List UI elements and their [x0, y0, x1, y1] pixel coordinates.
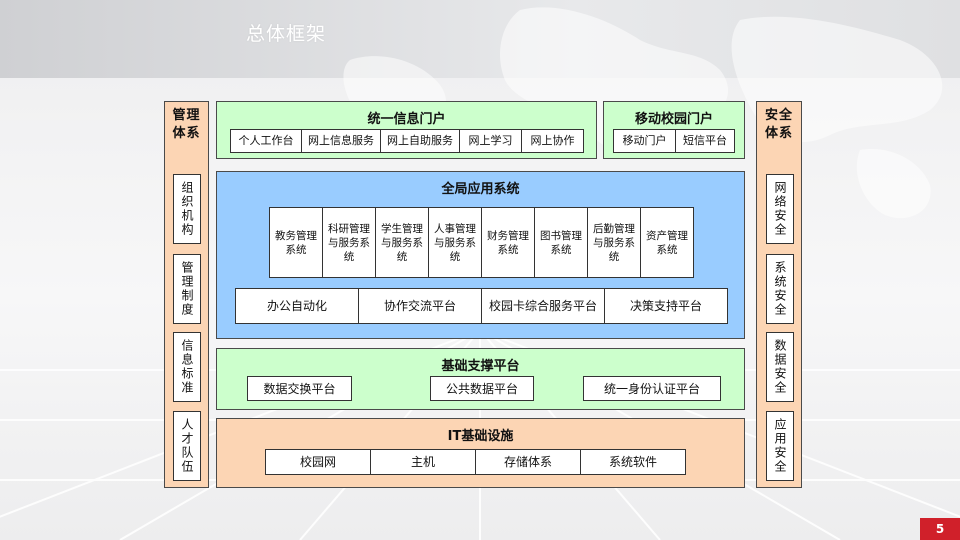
infra-items: 校园网 主机 存储体系 系统软件	[265, 449, 686, 475]
management-item-label: 人才队伍	[180, 418, 194, 474]
mobile-items: 移动门户 短信平台	[613, 129, 735, 153]
security-column: 安全体系 网络安全 系统安全 数据安全 应用安全	[756, 101, 802, 488]
app-system: 人事管理与服务系统	[428, 207, 482, 278]
security-item-label: 应用安全	[773, 418, 787, 474]
infra-title: IT基础设施	[447, 429, 514, 444]
management-item: 信息标准	[173, 332, 201, 402]
mobile-item: 移动门户	[613, 129, 676, 153]
platform-item: 校园卡综合服务平台	[481, 288, 605, 324]
mobile-title: 移动校园门户	[634, 112, 713, 127]
portal-title: 统一信息门户	[367, 112, 446, 127]
security-item-label: 数据安全	[773, 339, 787, 395]
app-system: 资产管理系统	[640, 207, 694, 278]
management-item-label: 组织机构	[180, 181, 194, 237]
platform-item: 协作交流平台	[358, 288, 482, 324]
management-title-text: 管理体系	[172, 108, 201, 141]
portal-items: 个人工作台 网上信息服务 网上自助服务 网上学习 网上协作	[230, 129, 584, 153]
management-column: 管理体系 组织机构 管理制度 信息标准 人才队伍	[164, 101, 209, 488]
security-item-label: 系统安全	[773, 261, 787, 317]
management-item: 组织机构	[173, 174, 201, 244]
portal-item: 网上协作	[521, 129, 584, 153]
security-item-label: 网络安全	[773, 181, 787, 237]
portal-panel: 统一信息门户 个人工作台 网上信息服务 网上自助服务 网上学习 网上协作	[216, 101, 597, 159]
infra-item: 系统软件	[580, 449, 686, 475]
infra-panel: IT基础设施 校园网 主机 存储体系 系统软件	[216, 418, 745, 488]
app-system: 后勤管理与服务系统	[587, 207, 641, 278]
app-system: 学生管理与服务系统	[375, 207, 429, 278]
page-number-badge: 5	[920, 518, 960, 540]
infra-item: 主机	[370, 449, 476, 475]
app-system: 财务管理系统	[481, 207, 535, 278]
mobile-panel: 移动校园门户 移动门户 短信平台	[603, 101, 745, 159]
app-system: 教务管理系统	[269, 207, 323, 278]
management-item: 管理制度	[173, 254, 201, 324]
support-item: 公共数据平台	[430, 376, 534, 401]
app-system: 科研管理与服务系统	[322, 207, 376, 278]
security-item: 系统安全	[766, 254, 794, 324]
security-item: 数据安全	[766, 332, 794, 402]
security-title-text: 安全体系	[764, 108, 793, 141]
portal-item: 个人工作台	[230, 129, 302, 153]
security-item: 应用安全	[766, 411, 794, 481]
management-title: 管理体系	[165, 107, 208, 143]
portal-item: 网上学习	[459, 129, 522, 153]
portal-item: 网上自助服务	[380, 129, 460, 153]
mobile-item: 短信平台	[675, 129, 735, 153]
portal-item: 网上信息服务	[301, 129, 381, 153]
security-title: 安全体系	[757, 107, 801, 143]
infra-item: 存储体系	[475, 449, 581, 475]
support-title: 基础支撑平台	[441, 359, 520, 374]
support-item: 数据交换平台	[247, 376, 352, 401]
management-item: 人才队伍	[173, 411, 201, 481]
platform-item: 决策支持平台	[604, 288, 728, 324]
management-item-label: 管理制度	[180, 261, 194, 317]
support-item: 统一身份认证平台	[583, 376, 721, 401]
global-apps-title: 全局应用系统	[441, 182, 520, 197]
platform-item: 办公自动化	[235, 288, 359, 324]
slide-title: 总体框架	[246, 23, 327, 45]
infra-item: 校园网	[265, 449, 371, 475]
app-system: 图书管理系统	[534, 207, 588, 278]
platforms-row: 办公自动化 协作交流平台 校园卡综合服务平台 决策支持平台	[235, 288, 728, 324]
app-systems-row: 教务管理系统 科研管理与服务系统 学生管理与服务系统 人事管理与服务系统 财务管…	[269, 207, 694, 278]
security-item: 网络安全	[766, 174, 794, 244]
global-apps-panel: 全局应用系统 教务管理系统 科研管理与服务系统 学生管理与服务系统 人事管理与服…	[216, 171, 745, 339]
support-panel: 基础支撑平台 数据交换平台 公共数据平台 统一身份认证平台	[216, 348, 745, 410]
management-item-label: 信息标准	[180, 339, 194, 395]
